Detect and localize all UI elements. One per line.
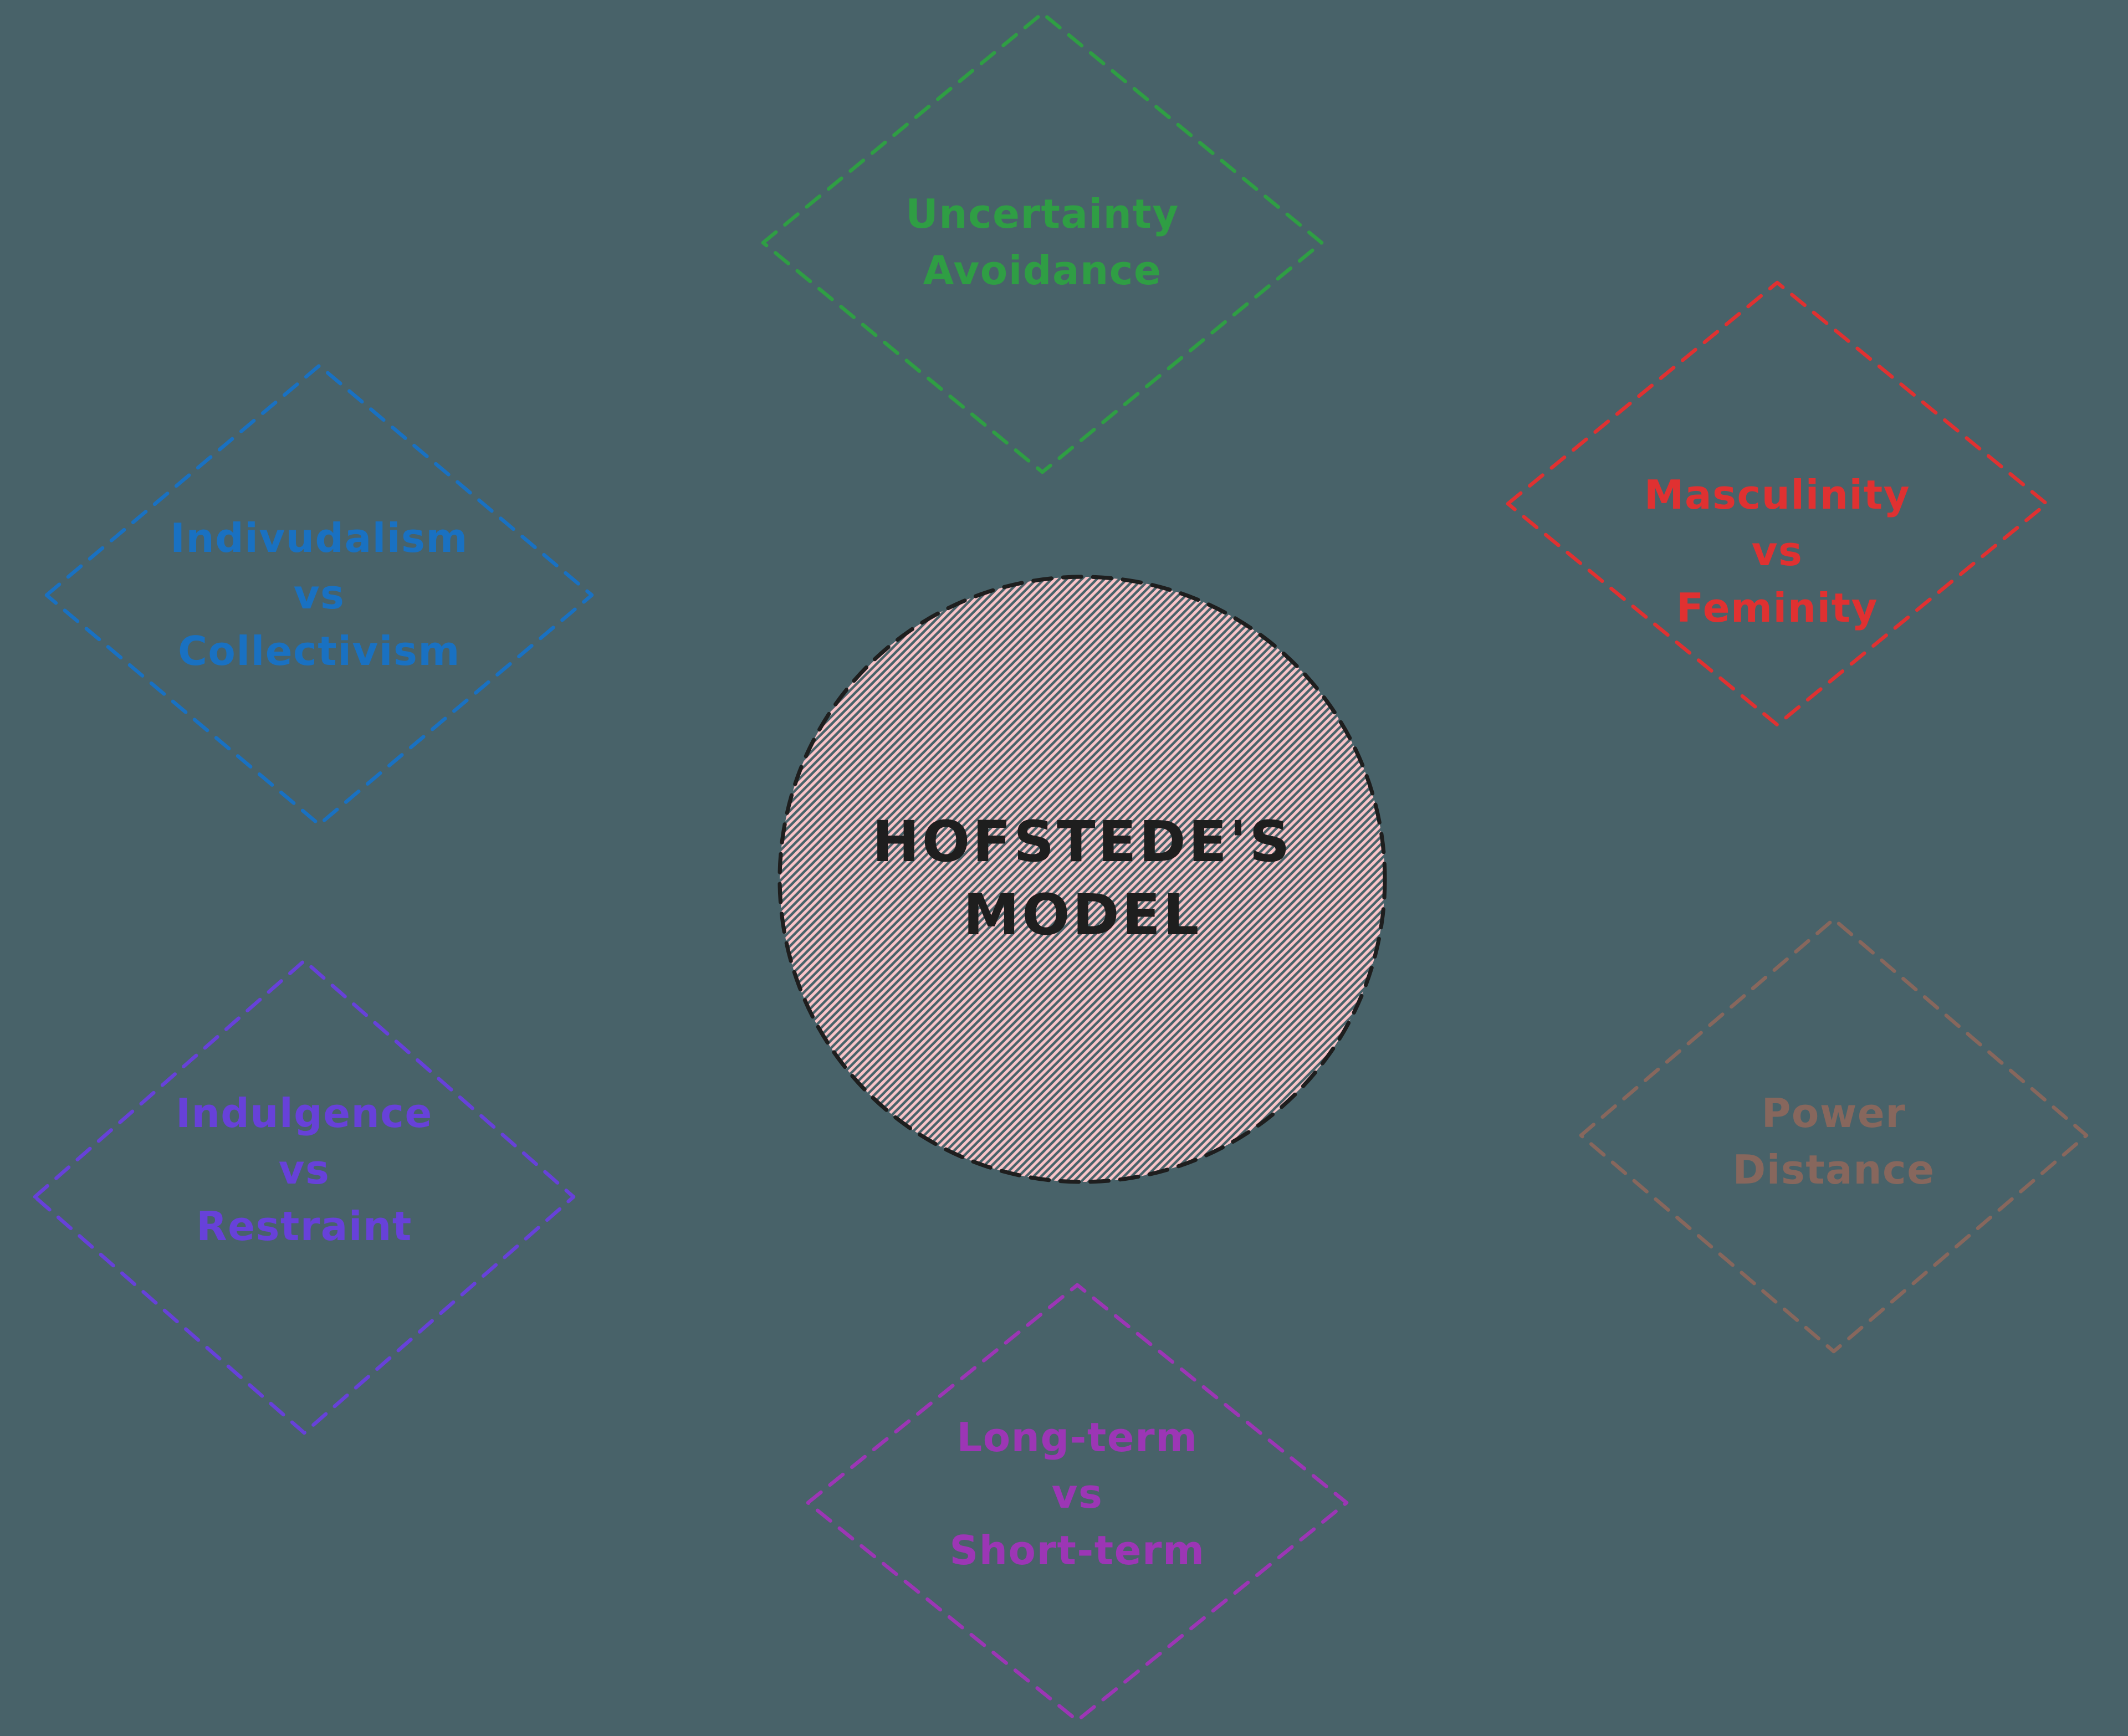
diamond-masculinity-vs-feminity <box>1506 280 2049 727</box>
label-line: vs <box>1051 1471 1103 1518</box>
label-line: Distance <box>1732 1147 1935 1194</box>
label-line: vs <box>278 1147 330 1194</box>
center-title-line: HOFSTEDE'S <box>872 810 1293 876</box>
label-line: vs <box>293 572 345 618</box>
label-line: Power <box>1761 1090 1906 1137</box>
center-title: HOFSTEDE'S MODEL <box>872 806 1293 953</box>
diamond-power-distance <box>1579 917 2089 1354</box>
label-line: Short-term <box>949 1528 1205 1574</box>
label-line: vs <box>1751 529 1803 575</box>
center-title-line: MODEL <box>963 883 1202 949</box>
label-line: Restraint <box>196 1204 412 1250</box>
label-line: Masculinity <box>1644 472 1911 519</box>
label-line: Indivudalism <box>170 515 468 562</box>
label-line: Collectivism <box>178 628 461 675</box>
diamond-indulgence-vs-restraint <box>33 959 576 1435</box>
diamond-indivudalism-vs-collectivism <box>44 363 594 827</box>
diamond-long-term-vs-short-term <box>806 1283 1349 1723</box>
center-circle-hofstedes-model <box>777 575 1387 1184</box>
label-line: Long-term <box>956 1415 1198 1461</box>
label-line: Feminity <box>1676 585 1879 632</box>
diamond-uncertainty-avoidance <box>761 11 1324 474</box>
label-line: Uncertainty <box>906 191 1179 238</box>
label-line: Avoidance <box>923 248 1162 294</box>
label-line: Indulgence <box>176 1090 433 1137</box>
